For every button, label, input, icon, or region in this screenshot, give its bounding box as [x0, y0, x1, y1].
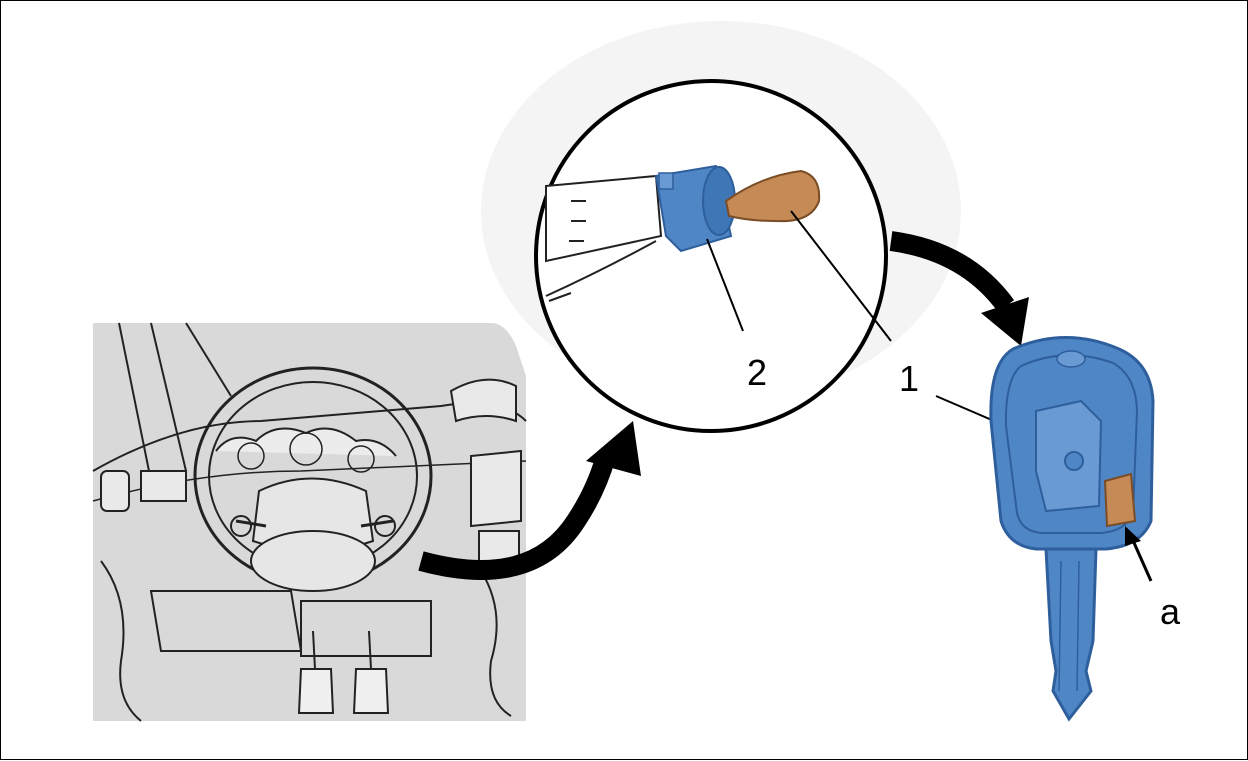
- key-in-cylinder: [724, 169, 821, 223]
- zoom-circle: [534, 79, 888, 433]
- dashboard-illustration: [92, 322, 527, 722]
- key-blade: [1044, 547, 1098, 722]
- door-contour: [100, 560, 142, 722]
- column-wire: [545, 240, 657, 297]
- shroud-details: [569, 200, 586, 242]
- callout-2: 2: [747, 352, 768, 393]
- arrow-dashboard-to-zoom-head: [586, 421, 641, 476]
- console-contour: [480, 570, 512, 717]
- leader-line-a-head: [1125, 526, 1141, 546]
- cylinder-clip: [658, 172, 674, 190]
- arrow-zoom-to-key: [889, 231, 1015, 313]
- arrow-dashboard-to-zoom: [418, 453, 616, 580]
- airbag-lower: [250, 530, 376, 592]
- pedal-arms: [312, 630, 372, 670]
- pedal-left: [297, 668, 335, 714]
- pedal-right: [352, 668, 390, 714]
- callout-a: a: [1160, 591, 1181, 632]
- left-switch-panel: [140, 470, 187, 502]
- arrow-zoom-to-key-head: [981, 297, 1029, 346]
- column-wire-end: [548, 292, 572, 302]
- zoom-circle-view: [534, 79, 888, 433]
- steering-column-shroud: [545, 174, 663, 263]
- center-console-panel: [470, 449, 522, 528]
- key-head-inner: [1004, 354, 1139, 534]
- leader-line-a: [1129, 535, 1153, 582]
- leader-line-2: [706, 238, 744, 332]
- center-vent: [449, 378, 517, 423]
- leader-line-1-top: [790, 210, 892, 342]
- left-vent: [100, 470, 130, 512]
- gauge-left: [237, 442, 265, 470]
- key-button-battery: [1064, 451, 1084, 471]
- wheel-button-right: [374, 515, 396, 537]
- key-illustration: [989, 336, 1155, 722]
- gauge-right: [347, 445, 375, 473]
- wheel-button-left: [230, 515, 252, 537]
- gauge-center: [289, 432, 323, 466]
- callout-1: 1: [899, 358, 920, 399]
- key-blade-grooves: [1058, 560, 1080, 692]
- lower-dash-panels: [149, 590, 432, 657]
- key-ring-hole: [1056, 350, 1086, 368]
- transponder-chip: [1103, 472, 1137, 528]
